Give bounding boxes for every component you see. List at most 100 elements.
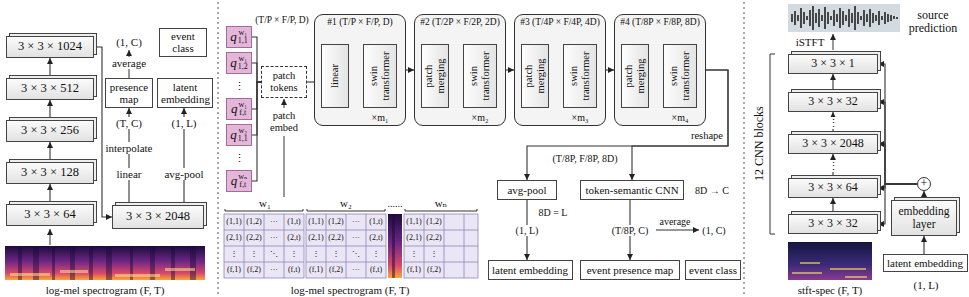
patch-token: qw₂1,1 (226, 124, 252, 146)
position-index: f,t (238, 109, 247, 117)
stage-frame: #4 (T/8P × F/8P, 8D) ×m₄ patch merging swin… (614, 14, 706, 126)
mel-spectrogram (5, 246, 205, 280)
connector (832, 74, 833, 92)
process-box: event class (685, 260, 741, 280)
token-symbol: q (230, 30, 237, 44)
text-label: ··· (352, 266, 360, 275)
text-label: (2,1) (406, 234, 421, 243)
waveform (788, 4, 900, 32)
text-label: ⋮ (250, 250, 258, 259)
token-index: w₂1,1 (238, 127, 248, 143)
text-label: ⋱ (352, 250, 360, 259)
edge-label: (T/8P, C) (611, 225, 650, 236)
layer-box: patch merging (621, 44, 649, 108)
conv-block: 3 × 3 × 2048 (112, 205, 204, 229)
window-index: w₁ (238, 101, 247, 109)
conv-block: 3 × 3 × 2048 (788, 134, 878, 154)
connector (49, 100, 50, 120)
rotated-text-holder: swin transformer (668, 47, 691, 105)
text-label: ⋮ (332, 250, 340, 259)
layer-box: swin transformer (463, 44, 497, 108)
token-index: w₁1,2 (238, 55, 248, 71)
connector (878, 144, 917, 184)
conv-block: 3 × 3 × 32 (788, 214, 878, 234)
window-index: w₁ (238, 55, 248, 63)
stage-frame: #3 (T/4P × F/4P, 4D)×m₃patch mergingswin… (514, 14, 606, 126)
text-label: (f,1) (407, 266, 421, 275)
text-label: ⋮ (230, 250, 238, 259)
layer-label: patch merging (623, 47, 646, 105)
layer-label: swin transformer (568, 47, 591, 105)
text-label: (1,2) (246, 218, 261, 227)
text-label: average (111, 57, 147, 69)
box-label: + (921, 177, 928, 190)
window-index: wₙ (238, 173, 247, 181)
text-label: ⋮ (430, 250, 438, 259)
text-label: ⋮ (827, 160, 840, 172)
stage-frame: #2 (T/2P × F/2P, 2D)×m₂patch mergingswin… (414, 14, 506, 126)
stage-title: #4 (T/8P × F/8P, 8D) (617, 17, 703, 27)
box-label: 3 × 3 × 64 (808, 181, 858, 194)
text-label: average (659, 216, 690, 227)
text-label: ⋱ (270, 250, 278, 259)
stage-frame: #1 (T/P × F/P, D)×m₁linearswin transform… (314, 14, 406, 126)
text-label: ⋮ (234, 80, 245, 92)
connector (252, 63, 261, 82)
box-label: 3 × 3 × 128 (21, 166, 79, 180)
text-label: ⋮ (410, 250, 418, 259)
text-label: log-mel spectrogram (F, T) (291, 284, 410, 296)
layer-label: swin transformer (468, 47, 491, 105)
text-label: (1,1) (406, 218, 421, 227)
sum-node: + (917, 177, 931, 191)
flow-arrow (833, 34, 834, 50)
connector (49, 184, 50, 204)
connector (252, 37, 261, 82)
text-label: w₁ (259, 197, 271, 209)
text-label: (f,2) (247, 266, 261, 275)
connector (94, 47, 112, 217)
patch-token: qw₁1,2 (226, 52, 252, 74)
text-label: (2,2) (328, 234, 343, 243)
text-label: ··· (270, 234, 278, 243)
token-index: w₁1,1 (238, 29, 248, 45)
text-label: stft-spec (F, T) (798, 284, 863, 296)
process-box: avg-pool (497, 180, 557, 200)
rotated-text-holder: linear (329, 47, 341, 105)
text-label: linear (115, 168, 142, 180)
process-box: token-semantic CNN (580, 180, 684, 200)
text-label: ...... (388, 198, 403, 209)
block-bracket (770, 54, 775, 234)
text-label: source prediction (902, 9, 964, 35)
text-label: (1, L) (170, 117, 197, 129)
text-label: (1,2) (328, 218, 343, 227)
box-label: event class (163, 30, 203, 54)
text-label: 8D → C (695, 185, 729, 196)
layer-box: swin transformer (663, 44, 697, 108)
process-box: event class (159, 28, 207, 57)
layer-box: swin transformer (563, 44, 597, 108)
flow-line (284, 136, 285, 197)
text-label: (2,1) (308, 234, 323, 243)
text-label: (2,1) (226, 234, 241, 243)
connector (406, 69, 414, 70)
text-label: w₂ (340, 197, 352, 209)
patch-token: qwₙf,t (226, 170, 252, 192)
text-label: (f,2) (427, 266, 441, 275)
flow-arrow (284, 99, 285, 108)
text-label: (T/8P, F/8P, 8D) (552, 153, 617, 164)
layer-label: swin transformer (668, 47, 691, 105)
box-label: 3 × 3 × 512 (21, 82, 79, 96)
repeat-count: ×m₄ (663, 112, 697, 123)
panel-divider (744, 2, 745, 295)
box-label: latent embedding (161, 81, 209, 105)
box-label: latent embedding (492, 264, 568, 276)
connector (878, 102, 917, 184)
text-label: (1,t) (287, 218, 301, 227)
layer-box: linear (321, 44, 349, 108)
text-label: ··· (352, 218, 360, 227)
conv-block: 3 × 3 × 64 (6, 204, 94, 226)
text-label: (T/P × F/P, D) (255, 15, 309, 25)
repeat-count: ×m₃ (563, 112, 597, 123)
conv-block: 3 × 3 × 64 (788, 178, 878, 198)
rotated-text-holder: patch merging (423, 47, 446, 105)
